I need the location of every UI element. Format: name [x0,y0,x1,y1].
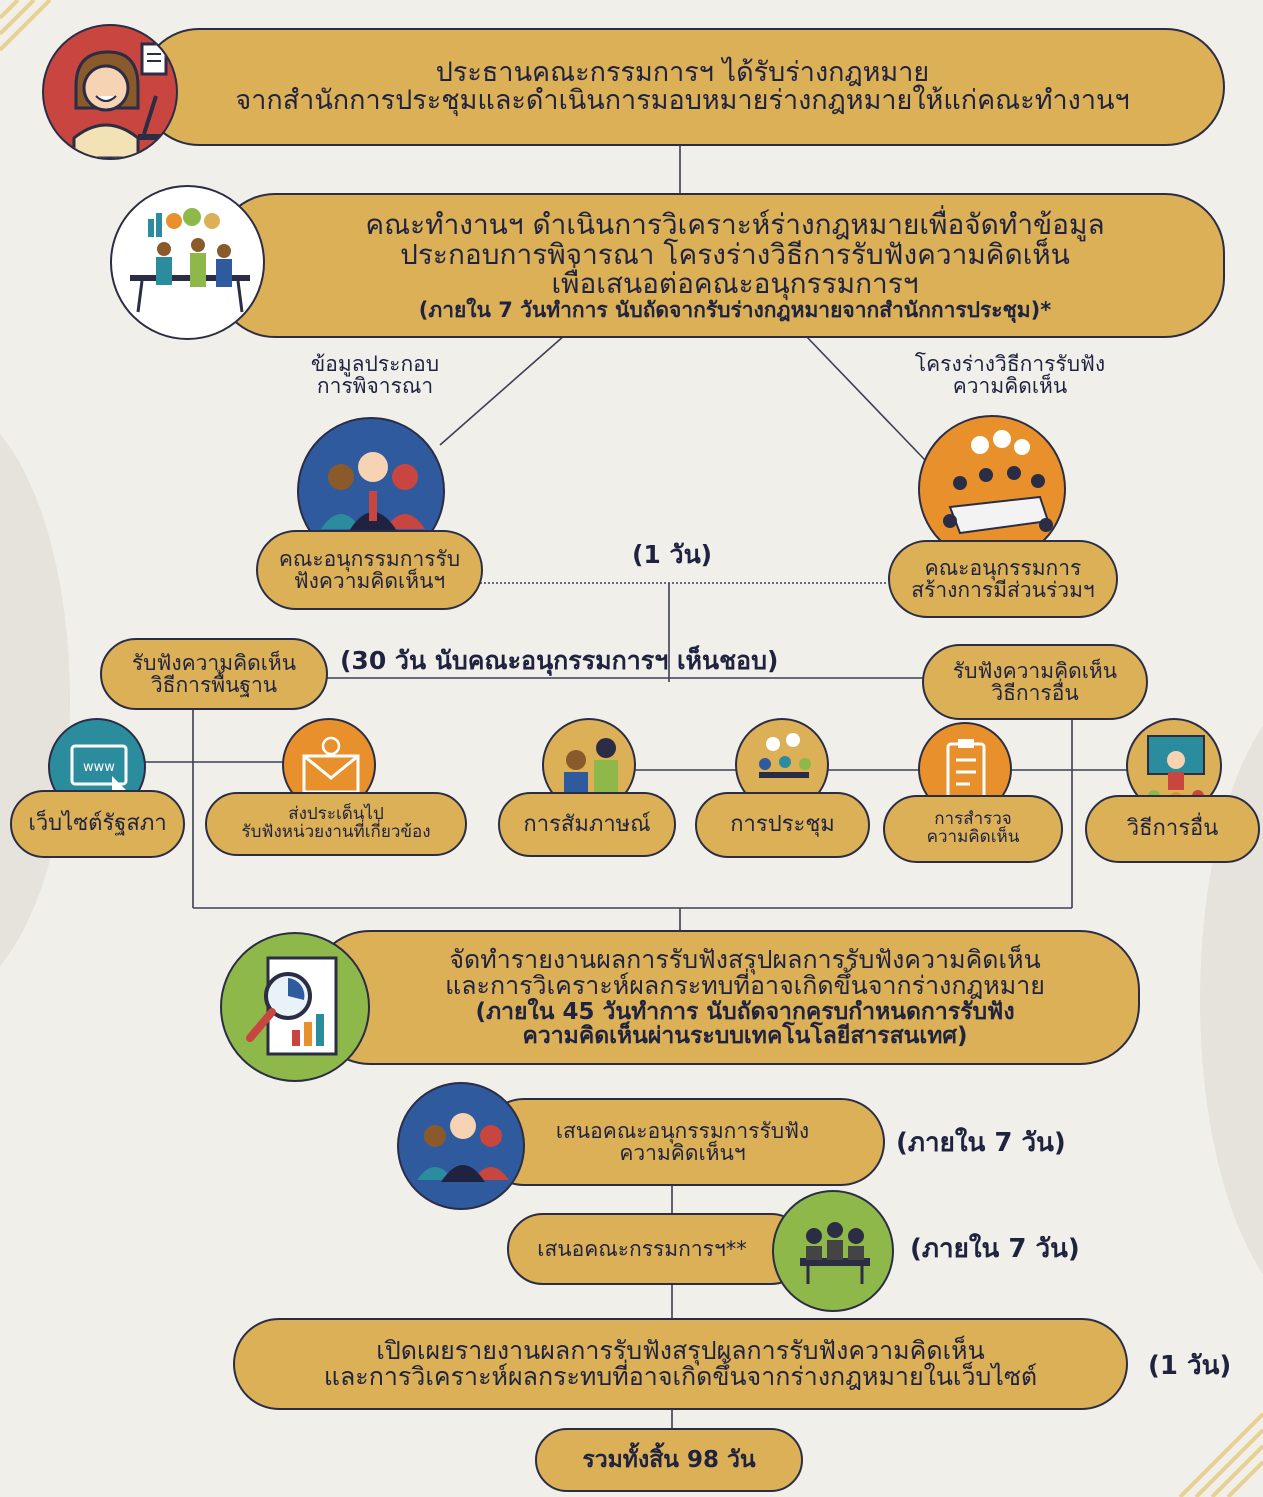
report-line2: และการวิเคราะห์ผลกระทบที่อาจเกิดขึ้นจากร… [445,971,1045,1001]
propose-subcommittee-box: เสนอคณะอนุกรรมการรับฟัง ความคิดเห็นฯ [480,1098,885,1186]
step2-line1: คณะทำงานฯ ดำเนินการวิเคราะห์ร่างกฎหมายเพ… [365,208,1105,242]
survey-line1: การสำรวจ [934,809,1012,830]
basic-line1: รับฟังความคิดเห็น [131,650,297,675]
survey-line2: ความคิดเห็น [926,827,1020,847]
step1-box: ประธานคณะกรรมการฯ ได้รับร่างกฎหมาย จากสำ… [140,28,1225,146]
send-line1: ส่งประเด็นไป [288,804,384,825]
report-analysis-icon [220,932,370,1082]
committee-meeting-icon [772,1190,894,1312]
meeting-label: การประชุม [730,812,835,838]
website-method: เว็บไซต์รัฐสภา [10,790,185,858]
interview-method: การสัมภาษณ์ [498,792,676,857]
other-method-box: รับฟังความคิดเห็น วิธีการอื่น [922,644,1148,720]
sub-left-line1: คณะอนุกรรมการรับ [278,546,461,571]
other-method-label: วิธีการอื่น [1126,816,1219,842]
report-deadline1: (ภายใน 45 วันทำการ นับถัดจากครบกำหนดการร… [475,998,1015,1025]
branch-left-line2: การพิจารณา [316,374,434,399]
other-method: วิธีการอื่น [1085,795,1260,863]
team-analysis-icon [110,185,265,340]
branch-right-line1: โครงร่างวิธีการรับฟัง [914,352,1106,376]
step2-box: คณะทำงานฯ ดำเนินการวิเคราะห์ร่างกฎหมายเพ… [215,193,1225,338]
other-line2: วิธีการอื่น [991,681,1079,705]
branch-left-label: ข้อมูลประกอบ การพิจารณา [290,353,460,397]
meeting-table-icon [918,415,1066,563]
sub-left-line2: ฟังความคิดเห็นฯ [293,569,446,593]
branch-right-label: โครงร่างวิธีการรับฟัง ความคิดเห็น [885,353,1135,397]
report-box: จัดทำรายงานผลการรับฟังสรุปผลการรับฟังควา… [310,930,1140,1065]
survey-method: การสำรวจ ความคิดเห็น [883,795,1063,863]
total-label: รวมทั้งสิ้น 98 วัน [582,1446,756,1473]
website-label: เว็บไซต์รัฐสภา [28,811,167,837]
step2-line2: ประกอบการพิจารณา โครงร่างวิธีการรับฟังคว… [400,237,1070,271]
branch-right-line2: ความคิดเห็น [952,374,1068,399]
sub-right-line2: สร้างการมีส่วนร่วมฯ [911,578,1095,602]
send-issue-method: ส่งประเด็นไป รับฟังหน่วยงานที่เกี่ยวข้อง [205,792,467,856]
www-text: www [83,760,115,775]
subcommittee-right-box: คณะอนุกรรมการ สร้างการมีส่วนร่วมฯ [888,540,1118,618]
interview-label: การสัมภาษณ์ [523,811,651,837]
step1-line1: ประธานคณะกรรมการฯ ได้รับร่างกฎหมาย [435,56,930,88]
one-day-note: (1 วัน) [632,540,713,569]
total-box: รวมทั้งสิ้น 98 วัน [535,1428,803,1492]
thirty-days-note: (30 วัน นับคณะอนุกรรมการฯ เห็นชอบ) [340,646,779,675]
propose-sub-line1: เสนอคณะอนุกรรมการรับฟัง [555,1118,810,1143]
branch-left-line1: ข้อมูลประกอบ [310,352,440,376]
publish-line1: เปิดเผยรายงานผลการรับฟังสรุปผลการรับฟังค… [376,1335,985,1365]
report-deadline2: ความคิดเห็นผ่านระบบเทคโนโลยีสารสนเทศ) [522,1022,968,1049]
basic-method-box: รับฟังความคิดเห็น วิธีการพื้นฐาน [100,638,328,710]
propose-sub-days: (ภายใน 7 วัน) [896,1128,1066,1158]
propose-committee-box: เสนอคณะกรรมการฯ** [507,1213,807,1285]
sub-right-line1: คณะอนุกรรมการ [924,555,1082,580]
send-line2: รับฟังหน่วยงานที่เกี่ยวข้อง [241,822,431,842]
step2-line3: เพื่อเสนอต่อคณะอนุกรรมการฯ [551,267,919,301]
propose-comm-label: เสนอคณะกรรมการฯ** [537,1236,747,1261]
propose-sub-line2: ความคิดเห็นฯ [619,1141,746,1165]
step1-line2: จากสำนักการประชุมและดำเนินการมอบหมายร่าง… [235,85,1130,116]
step2-deadline: (ภายใน 7 วันทำการ นับถัดจากรับร่างกฎหมาย… [418,297,1052,322]
publish-days: (1 วัน) [1148,1351,1232,1381]
propose-comm-days: (ภายใน 7 วัน) [910,1234,1080,1264]
basic-line2: วิธีการพื้นฐาน [150,673,278,697]
subcommittee-people-icon [397,1082,525,1210]
meeting-method: การประชุม [695,792,870,858]
publish-box: เปิดเผยรายงานผลการรับฟังสรุปผลการรับฟังค… [233,1318,1128,1410]
other-line1: รับฟังความคิดเห็น [952,658,1118,683]
subcommittee-left-box: คณะอนุกรรมการรับ ฟังความคิดเห็นฯ [256,530,483,610]
report-line1: จัดทำรายงานผลการรับฟังสรุปผลการรับฟังควา… [449,945,1041,975]
publish-line2: และการวิเคราะห์ผลกระทบที่อาจเกิดขึ้นจากร… [323,1362,1038,1391]
person-computer-icon [42,24,178,160]
